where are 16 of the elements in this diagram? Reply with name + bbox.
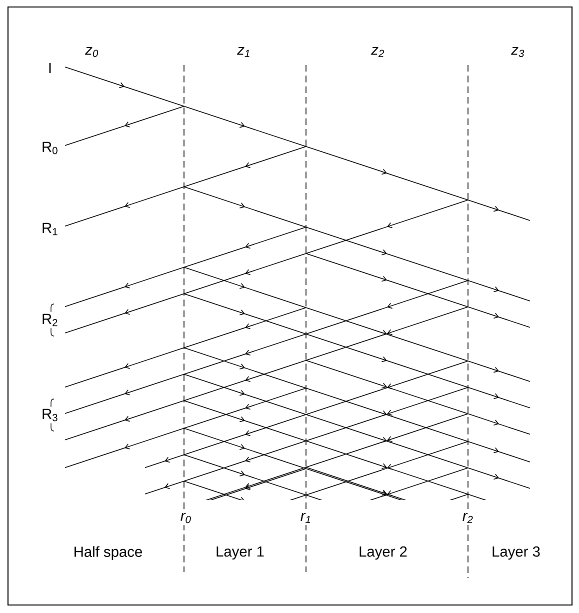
interface-label: r$_{2}$ — [460, 510, 476, 526]
zone-label: z$_{3}$ — [509, 44, 527, 60]
ray-label: I — [46, 60, 54, 76]
ray-label: R$_{3}$ — [40, 406, 60, 424]
interface-label: r$_{0}$ — [178, 510, 194, 526]
region-label: Layer 1 — [214, 544, 266, 562]
region-label: Half space — [71, 544, 145, 562]
zone-label: z$_{0}$ — [83, 44, 101, 60]
region-label: Layer 3 — [490, 544, 542, 562]
region-label: Layer 2 — [356, 544, 410, 562]
ray-label: R$_{1}$ — [40, 220, 60, 238]
ray-label: R$_{2}$ — [40, 312, 60, 328]
zone-label: z$_{2}$ — [369, 45, 387, 59]
ray-label: R$_{0}$ — [40, 140, 60, 156]
zone-label: z$_{1}$ — [235, 45, 253, 59]
interface-label: r$_{1}$ — [298, 510, 314, 526]
